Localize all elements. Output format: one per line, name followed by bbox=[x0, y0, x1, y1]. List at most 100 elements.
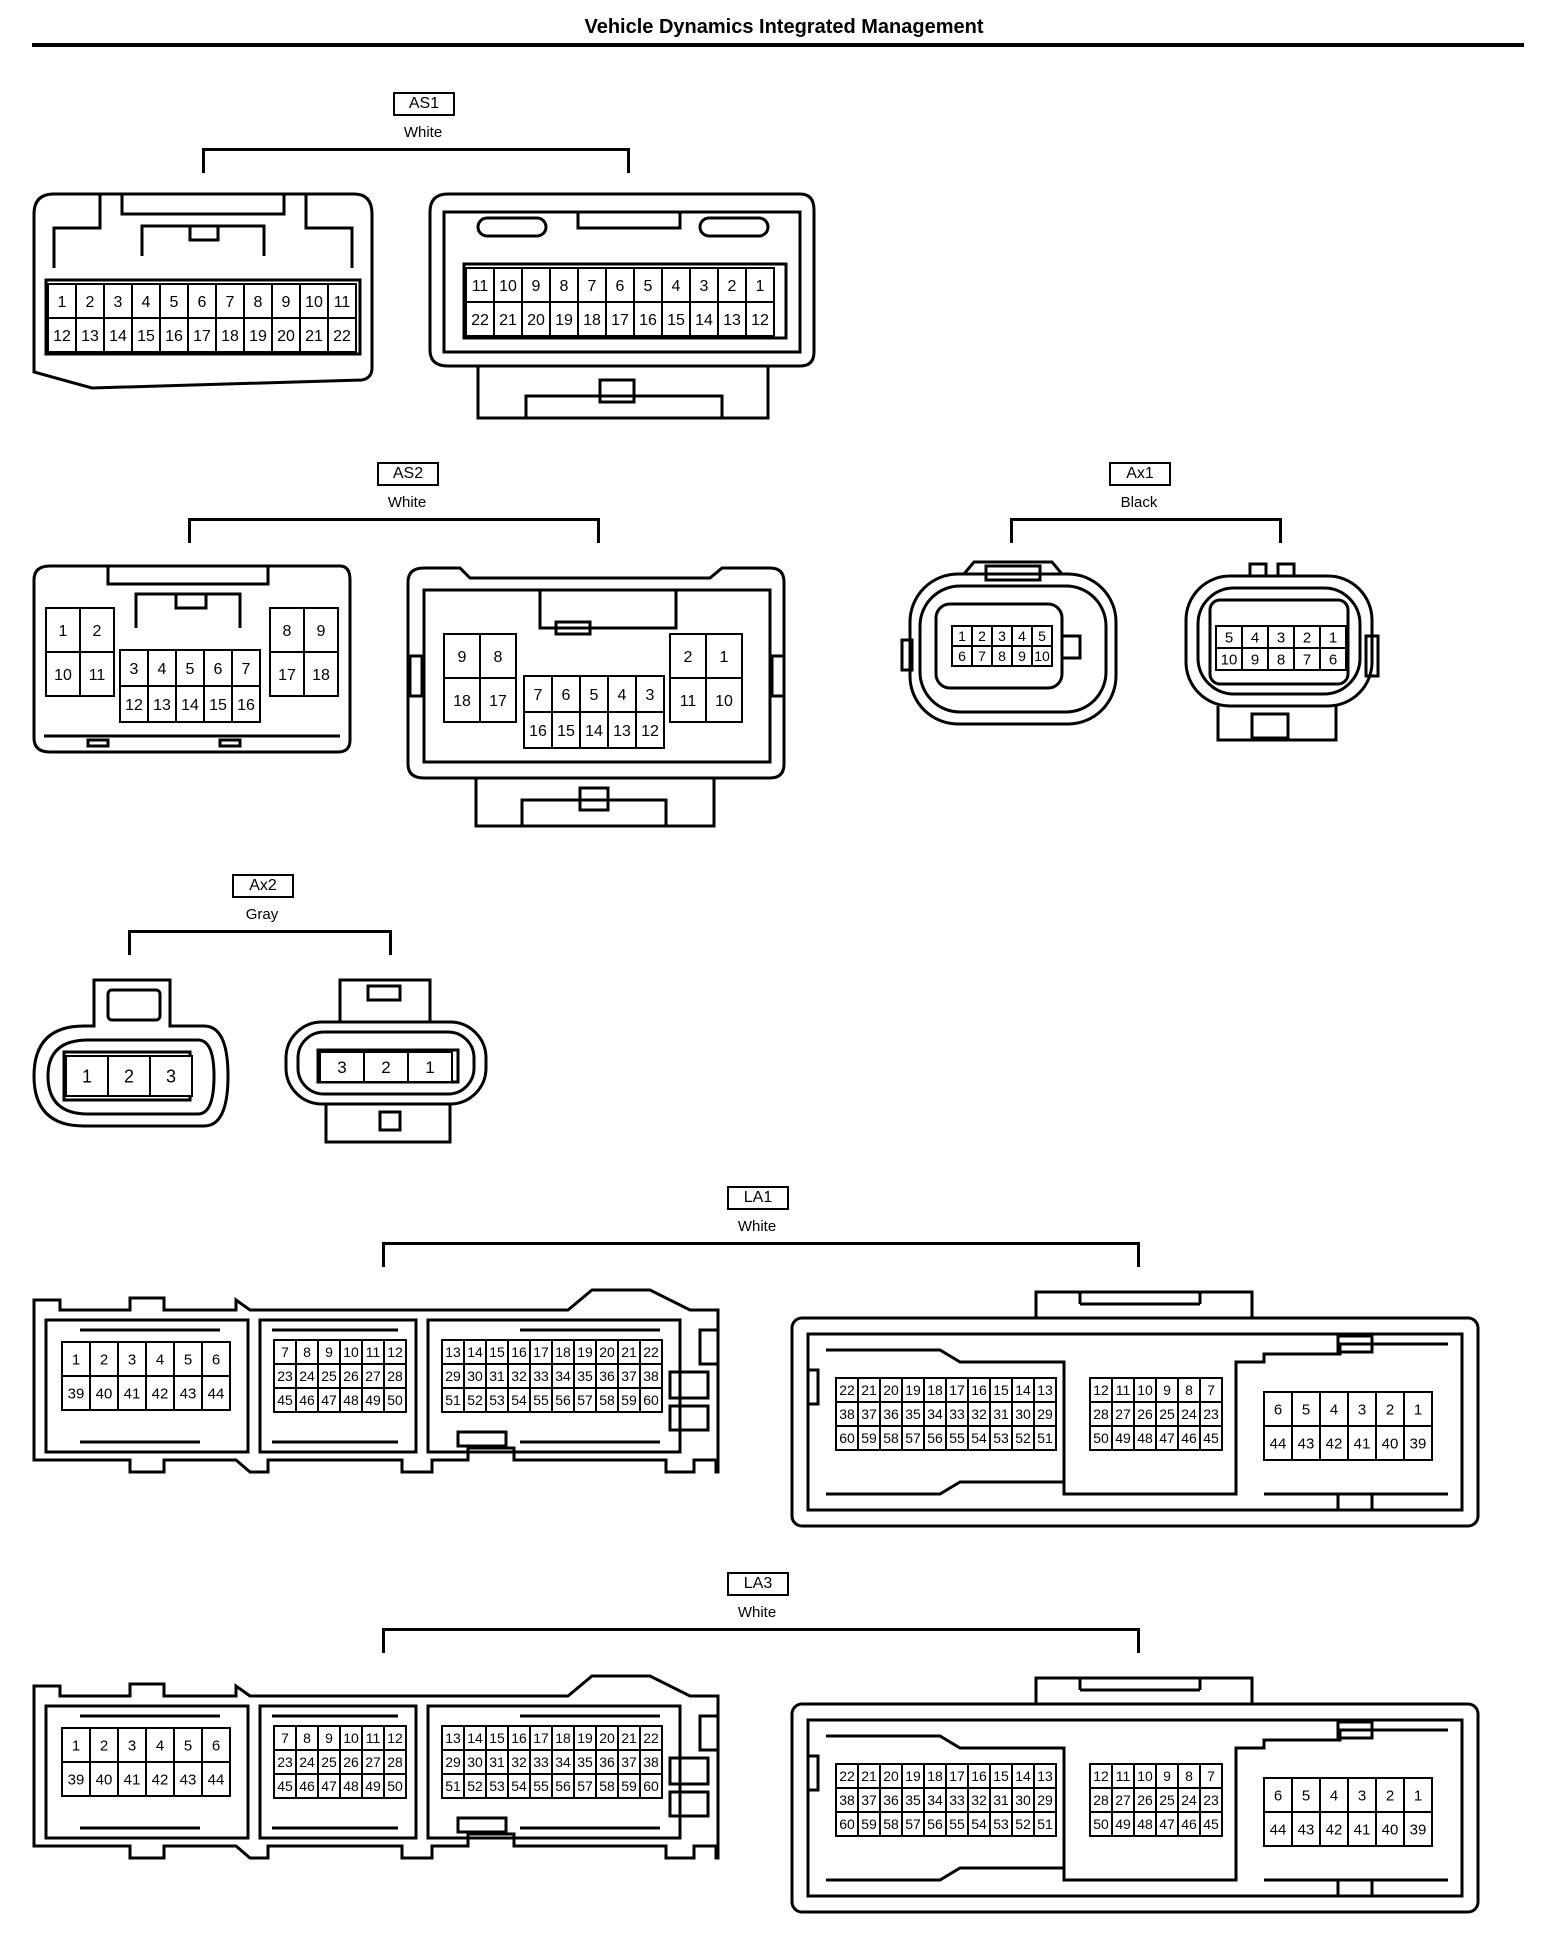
pin-number: 43 bbox=[1298, 1821, 1315, 1838]
pin-number: 51 bbox=[445, 1392, 461, 1408]
pin-number: 5 bbox=[644, 278, 653, 295]
pin-number: 15 bbox=[993, 1768, 1009, 1784]
pin-number: 36 bbox=[883, 1406, 899, 1422]
pin-cell bbox=[1403, 1391, 1433, 1427]
pin-cell bbox=[407, 1051, 453, 1083]
pin-number: 10 bbox=[305, 294, 323, 311]
connector-code-la3: LA3 bbox=[727, 1572, 789, 1596]
pin-number: 7 bbox=[1303, 651, 1311, 668]
pin-number: 6 bbox=[616, 278, 625, 295]
pin-number: 5 bbox=[1302, 1401, 1310, 1418]
pin-number: 10 bbox=[1137, 1382, 1153, 1398]
pin-number: 35 bbox=[577, 1754, 593, 1770]
pin-number: 21 bbox=[621, 1730, 637, 1746]
pin-number: 54 bbox=[511, 1392, 527, 1408]
pin-cell bbox=[577, 301, 607, 337]
pin-number: 6 bbox=[562, 687, 571, 704]
pin-number: 57 bbox=[905, 1430, 921, 1446]
pin-cell bbox=[173, 1761, 203, 1797]
pin-number: 8 bbox=[1185, 1382, 1193, 1398]
pin-number: 1 bbox=[59, 623, 68, 640]
pin-number: 22 bbox=[471, 312, 489, 329]
pin-number: 25 bbox=[321, 1368, 337, 1384]
pin-cell bbox=[549, 301, 579, 337]
pin-number: 16 bbox=[529, 723, 547, 740]
pin-number: 17 bbox=[193, 328, 211, 345]
pin-number: 58 bbox=[599, 1778, 615, 1794]
pin-number: 53 bbox=[489, 1392, 505, 1408]
pin-cell bbox=[523, 675, 553, 713]
pin-number: 13 bbox=[613, 723, 631, 740]
pin-number: 10 bbox=[1137, 1768, 1153, 1784]
pin-cell bbox=[633, 301, 663, 337]
pin-number: 35 bbox=[577, 1368, 593, 1384]
pin-number: 17 bbox=[533, 1344, 549, 1360]
pin-number: 17 bbox=[611, 312, 629, 329]
connector-color-as1: White bbox=[403, 124, 443, 141]
pin-number: 41 bbox=[124, 1385, 141, 1402]
pin-cell bbox=[1033, 1811, 1057, 1837]
pin-cell bbox=[717, 267, 747, 303]
pin-number: 27 bbox=[365, 1754, 381, 1770]
ax2-component-housing bbox=[284, 978, 488, 1144]
pin-number: 39 bbox=[1410, 1821, 1427, 1838]
pin-number: 32 bbox=[971, 1406, 987, 1422]
pin-cell bbox=[201, 1727, 231, 1763]
pin-number: 19 bbox=[905, 1768, 921, 1784]
pin-number: 53 bbox=[489, 1778, 505, 1794]
pin-number: 42 bbox=[152, 1771, 169, 1788]
pin-number: 4 bbox=[158, 661, 167, 678]
pin-number: 1 bbox=[1329, 629, 1337, 646]
pin-number: 24 bbox=[299, 1368, 315, 1384]
pin-number: 1 bbox=[1414, 1401, 1422, 1418]
pin-number: 56 bbox=[555, 1778, 571, 1794]
ax2-harness-housing bbox=[32, 978, 230, 1128]
pin-number: 25 bbox=[321, 1754, 337, 1770]
pin-number: 20 bbox=[277, 328, 295, 345]
pin-cell bbox=[117, 1761, 147, 1797]
pin-number: 26 bbox=[343, 1754, 359, 1770]
pin-number: 16 bbox=[511, 1730, 527, 1746]
pin-number: 37 bbox=[861, 1406, 877, 1422]
pin-number: 7 bbox=[1207, 1382, 1215, 1398]
ax1-component-housing bbox=[1184, 562, 1380, 742]
pin-number: 13 bbox=[723, 312, 741, 329]
pin-number: 34 bbox=[555, 1368, 571, 1384]
pin-cell bbox=[1033, 1425, 1057, 1451]
pin-cell bbox=[1031, 645, 1053, 667]
pin-cell bbox=[79, 651, 115, 697]
pin-number: 24 bbox=[299, 1754, 315, 1770]
pin-cell bbox=[145, 1341, 175, 1377]
pin-cell bbox=[269, 607, 305, 653]
pin-number: 3 bbox=[114, 294, 123, 311]
pin-number: 22 bbox=[643, 1344, 659, 1360]
pin-number: 14 bbox=[467, 1344, 483, 1360]
pin-number: 37 bbox=[621, 1754, 637, 1770]
pin-number: 52 bbox=[1015, 1816, 1031, 1832]
pin-number: 4 bbox=[1330, 1787, 1338, 1804]
pin-cell bbox=[45, 651, 81, 697]
pin-number: 53 bbox=[993, 1430, 1009, 1446]
pin-cell bbox=[689, 267, 719, 303]
pin-cell bbox=[705, 677, 743, 723]
pin-number: 1 bbox=[720, 649, 729, 666]
pin-cell bbox=[633, 267, 663, 303]
pin-number: 18 bbox=[221, 328, 239, 345]
pin-number: 46 bbox=[299, 1778, 315, 1794]
pin-cell bbox=[745, 301, 775, 337]
pin-number: 3 bbox=[1277, 629, 1285, 646]
pin-number: 44 bbox=[1270, 1821, 1287, 1838]
pin-number: 58 bbox=[599, 1392, 615, 1408]
pin-number: 17 bbox=[533, 1730, 549, 1746]
pin-number: 32 bbox=[511, 1754, 527, 1770]
pin-number: 49 bbox=[365, 1392, 381, 1408]
pin-number: 58 bbox=[883, 1430, 899, 1446]
pin-number: 4 bbox=[1018, 628, 1026, 644]
pin-number: 46 bbox=[299, 1392, 315, 1408]
pin-number: 7 bbox=[281, 1344, 289, 1360]
pin-cell bbox=[669, 677, 707, 723]
pin-number: 57 bbox=[577, 1392, 593, 1408]
